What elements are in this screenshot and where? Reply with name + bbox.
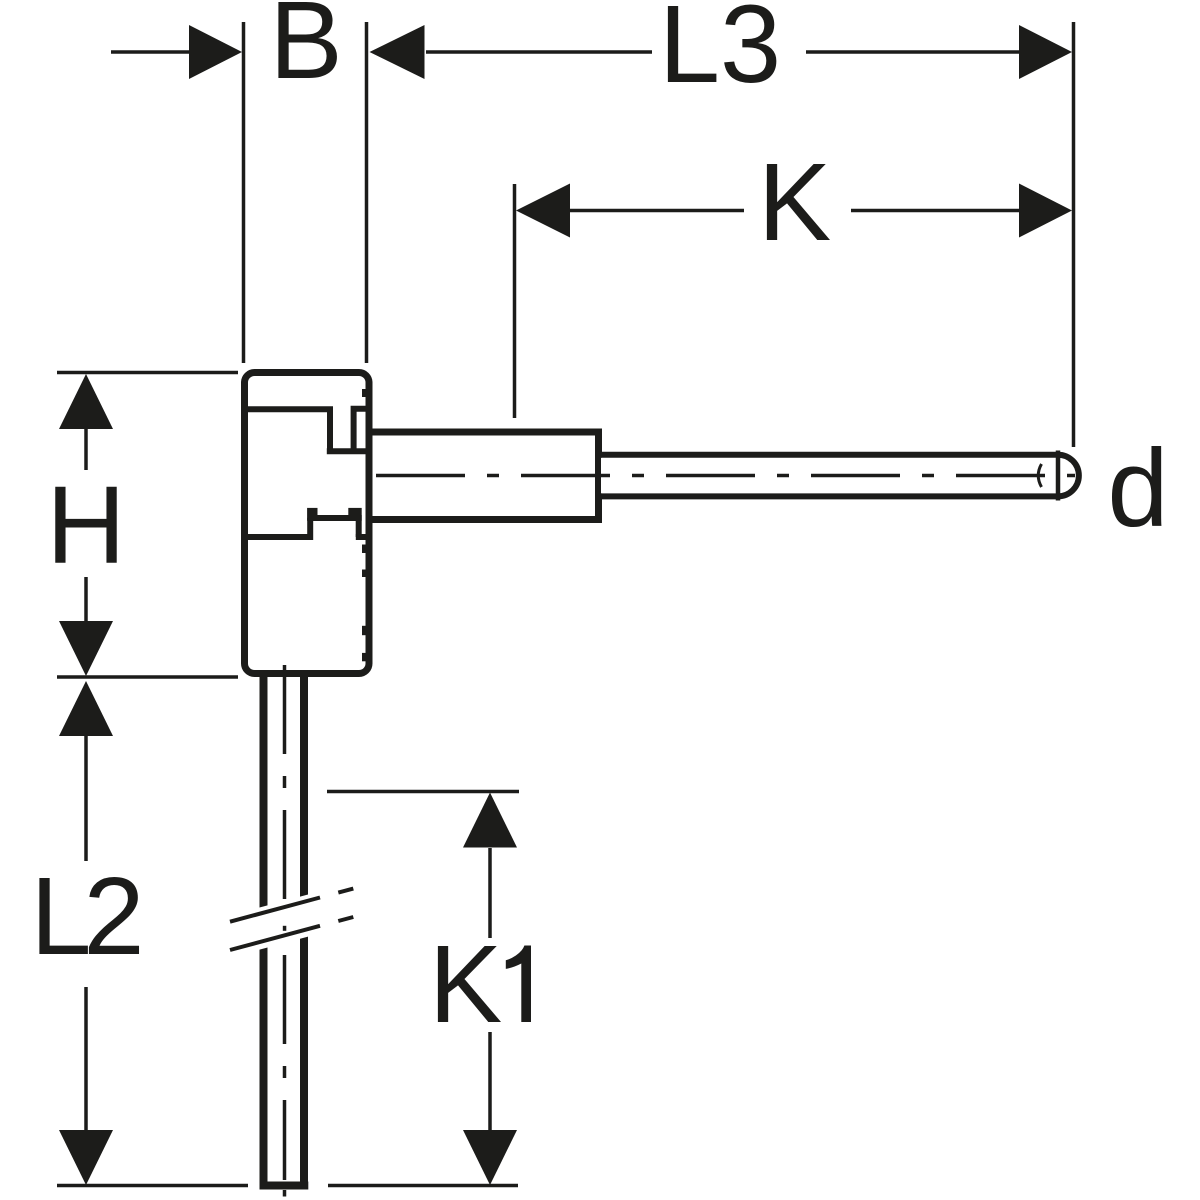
svg-text:L3: L3 — [659, 0, 781, 106]
svg-text:K: K — [758, 141, 831, 264]
svg-text:2: 2 — [83, 855, 144, 978]
svg-text:d: d — [1107, 427, 1168, 550]
svg-text:B: B — [269, 0, 342, 102]
svg-text:L: L — [30, 855, 91, 978]
svg-text:H: H — [46, 464, 125, 587]
svg-text:K: K — [429, 923, 502, 1046]
